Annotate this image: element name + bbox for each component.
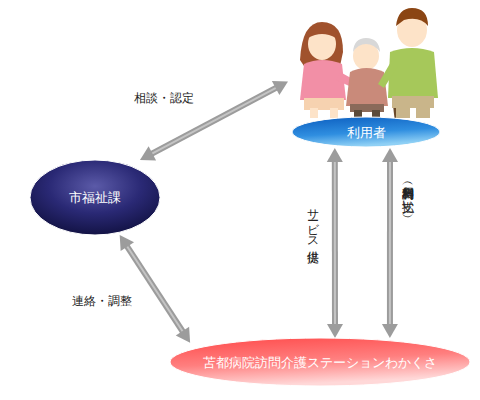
edge-label: 契約（利用料お支払い） xyxy=(401,178,415,206)
double-arrow xyxy=(382,148,398,338)
double-arrow xyxy=(327,148,343,338)
edge-label: 相談・認定 xyxy=(134,91,194,105)
double-arrow xyxy=(120,235,190,343)
node-label: 市福祉課 xyxy=(69,190,121,205)
node-label: 利用者 xyxy=(347,125,386,140)
edge-label: 連絡・調整 xyxy=(72,294,132,308)
man-figure xyxy=(378,8,438,118)
user-ellipse: 利用者 xyxy=(288,0,444,148)
node-label-area: 利用者 xyxy=(292,117,440,147)
node-label: 苫都病院訪問介護ステーションわかくさ xyxy=(203,355,437,370)
care-station-ellipse: 苫都病院訪問介護ステーションわかくさ xyxy=(170,338,470,386)
welfare-office-ellipse: 市福祉課 xyxy=(30,160,160,235)
edge-label: サービス提供 xyxy=(306,200,320,242)
node-label-area: 市福祉課 xyxy=(30,160,160,235)
node-label-area: 苫都病院訪問介護ステーションわかくさ xyxy=(170,338,470,386)
